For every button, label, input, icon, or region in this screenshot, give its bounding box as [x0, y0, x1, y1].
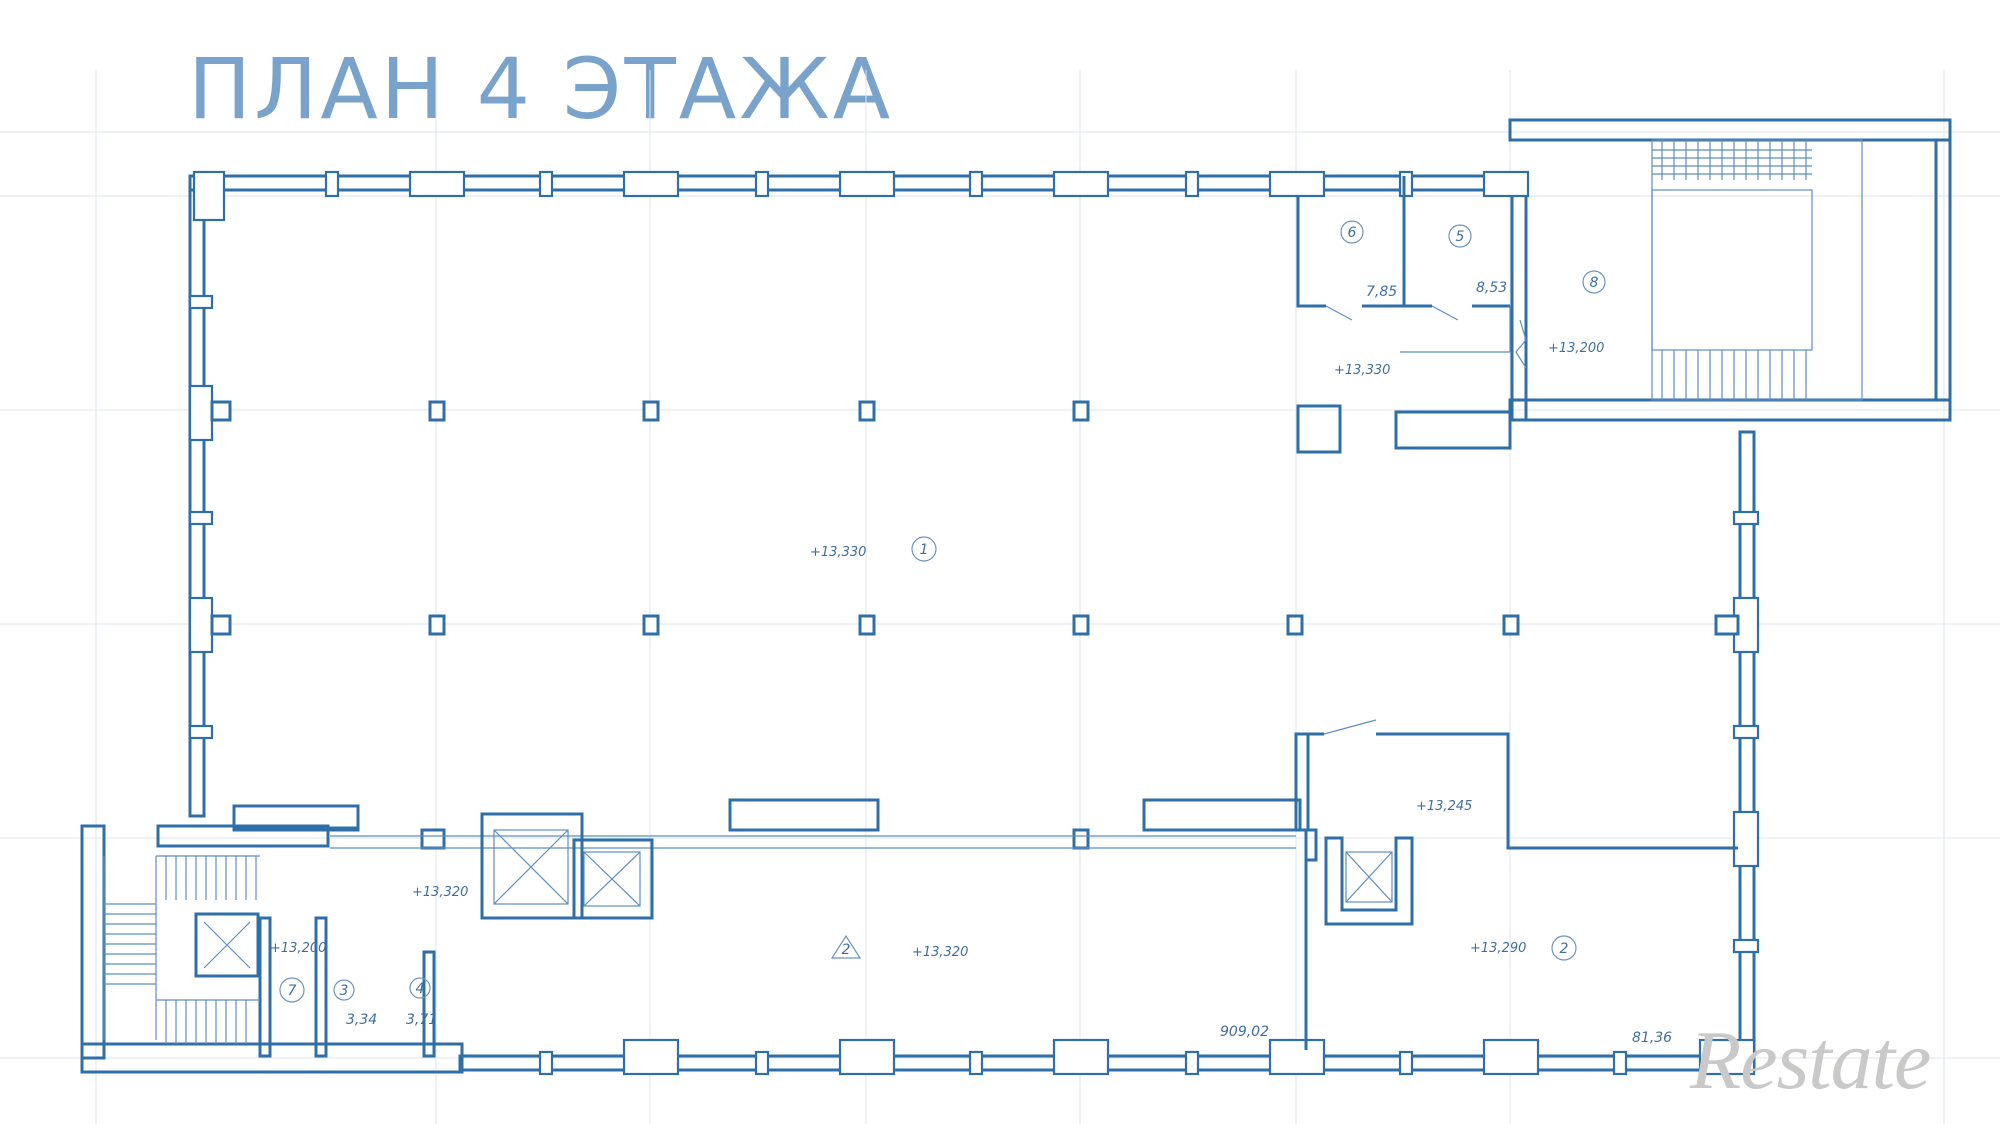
elevator-shafts	[480, 812, 654, 920]
plan-labels: 1 +13,330 2 +13,320 2 +13,290 81,36 3 3,…	[270, 225, 1672, 1046]
interior-columns	[210, 400, 1740, 850]
left-stair	[103, 855, 260, 1044]
room-2b-area: 81,36	[1632, 1030, 1672, 1046]
room-2b-level: +13,290	[1470, 941, 1526, 956]
core-right-level: +13,245	[1416, 799, 1472, 814]
exterior-walls	[80, 118, 1952, 1074]
restate-logo: Restate	[1690, 1014, 1931, 1107]
stair-treads-right	[1652, 140, 1812, 400]
perimeter-piers	[188, 170, 1760, 1076]
room-1-level: +13,330	[810, 545, 866, 560]
room-7-number: 7	[288, 983, 297, 999]
stair-treads-left	[104, 856, 257, 1044]
corridor-left-level: +13,320	[412, 885, 468, 900]
plan-title: ПЛАН 4 ЭТАЖА	[188, 40, 894, 138]
room-7-level: +13,200	[270, 941, 326, 956]
room-4-area: 3,71	[406, 1012, 437, 1028]
hall-top-level: +13,330	[1334, 363, 1390, 378]
room-3-area: 3,34	[346, 1012, 377, 1028]
total-area: 909,02	[1220, 1024, 1269, 1040]
right-stair	[1515, 139, 1863, 401]
room-2-number: 2	[842, 942, 851, 958]
room-8-number: 8	[1590, 275, 1599, 291]
room-8-level: +13,200	[1548, 341, 1604, 356]
room-3-number: 3	[340, 983, 349, 999]
room-markers	[279, 220, 1606, 1003]
room-4-number: 4	[416, 981, 425, 997]
room-2b-number: 2	[1560, 941, 1569, 957]
room-5-number: 5	[1456, 229, 1465, 245]
room-6-area: 7,85	[1366, 284, 1397, 300]
room-1-number: 1	[920, 542, 929, 558]
room-6-number: 6	[1348, 225, 1357, 241]
partitions	[232, 176, 1738, 1050]
room-2-level: +13,320	[912, 945, 968, 960]
room-5-area: 8,53	[1476, 280, 1507, 296]
grid-lines	[0, 70, 2000, 1124]
